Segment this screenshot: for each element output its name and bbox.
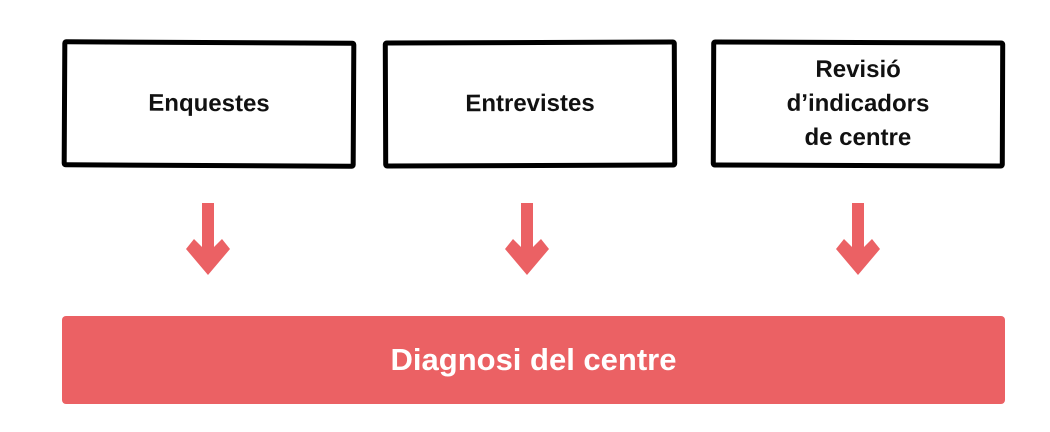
label-line: de centre [804, 123, 912, 152]
source-label: Enquestes [148, 89, 270, 118]
source-box-entrevistes: Entrevistes [382, 39, 678, 169]
arrow-down-icon [505, 203, 549, 275]
result-bar: Diagnosi del centre [62, 316, 1005, 404]
label-line: Revisió [815, 55, 901, 84]
source-box-enquestes: Enquestes [61, 39, 357, 169]
arrow-down-icon [186, 203, 230, 275]
label-line: d’indicadors [786, 89, 930, 118]
source-label: Entrevistes [465, 89, 595, 118]
result-label: Diagnosi del centre [390, 342, 677, 377]
source-box-indicadors: Revisió d’indicadors de centre [710, 39, 1006, 169]
source-label: Revisió d’indicadors de centre [786, 53, 930, 155]
arrow-down-icon [836, 203, 880, 275]
